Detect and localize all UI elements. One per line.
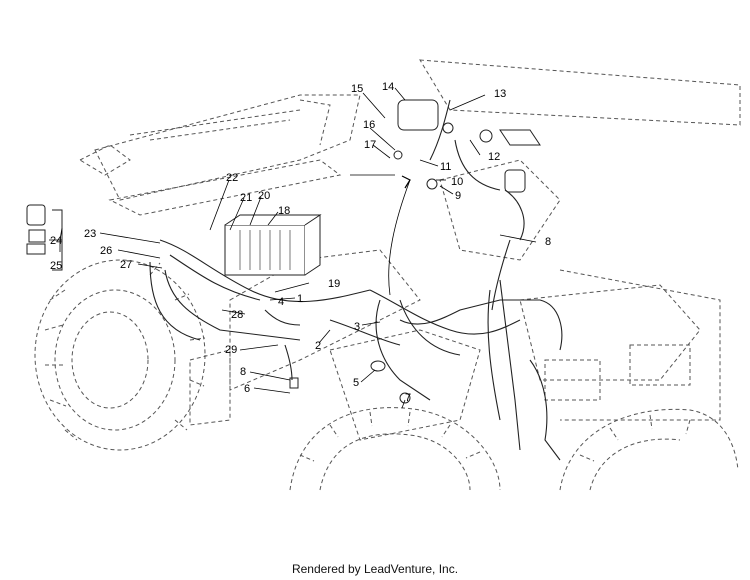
callout-7: 7 <box>405 392 411 404</box>
front-wheel <box>289 407 501 491</box>
leader-lines <box>49 87 537 409</box>
callout-29: 29 <box>225 344 237 356</box>
callout-labels: 1 2 3 4 5 6 7 8 8 9 10 11 12 13 14 15 16… <box>50 81 551 404</box>
callout-20: 20 <box>258 190 270 202</box>
callout-21: 21 <box>240 192 252 204</box>
battery-box <box>224 214 322 276</box>
callout-23: 23 <box>84 228 96 240</box>
top-components <box>289 99 541 404</box>
callout-12: 12 <box>488 151 500 163</box>
callout-6: 6 <box>244 383 250 395</box>
wiring-harness <box>149 99 563 461</box>
callout-26: 26 <box>100 245 112 257</box>
callout-18: 18 <box>278 205 290 217</box>
callout-3: 3 <box>354 321 360 333</box>
callout-28: 28 <box>231 309 243 321</box>
callout-1: 1 <box>297 293 303 305</box>
callout-16: 16 <box>363 119 375 131</box>
atv-body-outline <box>78 59 741 441</box>
callout-2: 2 <box>315 340 321 352</box>
callout-27: 27 <box>120 259 132 271</box>
callout-14: 14 <box>382 81 394 93</box>
callout-15: 15 <box>351 83 363 95</box>
callout-4: 4 <box>278 296 284 308</box>
callout-17: 17 <box>364 139 376 151</box>
callout-25: 25 <box>50 260 62 272</box>
callout-8-right: 8 <box>545 236 551 248</box>
callout-11: 11 <box>440 161 451 173</box>
callout-9: 9 <box>455 190 461 202</box>
callout-13: 13 <box>494 88 506 100</box>
callout-8-left: 8 <box>240 366 246 378</box>
callout-10: 10 <box>451 176 463 188</box>
callout-5: 5 <box>353 377 359 389</box>
callout-19: 19 <box>328 278 340 290</box>
callout-24: 24 <box>50 235 62 247</box>
footer-credit: Rendered by LeadVenture, Inc. <box>291 562 459 576</box>
callout-22: 22 <box>226 172 238 184</box>
front-right-wheel <box>559 408 739 491</box>
rear-left-wheel <box>34 259 206 451</box>
